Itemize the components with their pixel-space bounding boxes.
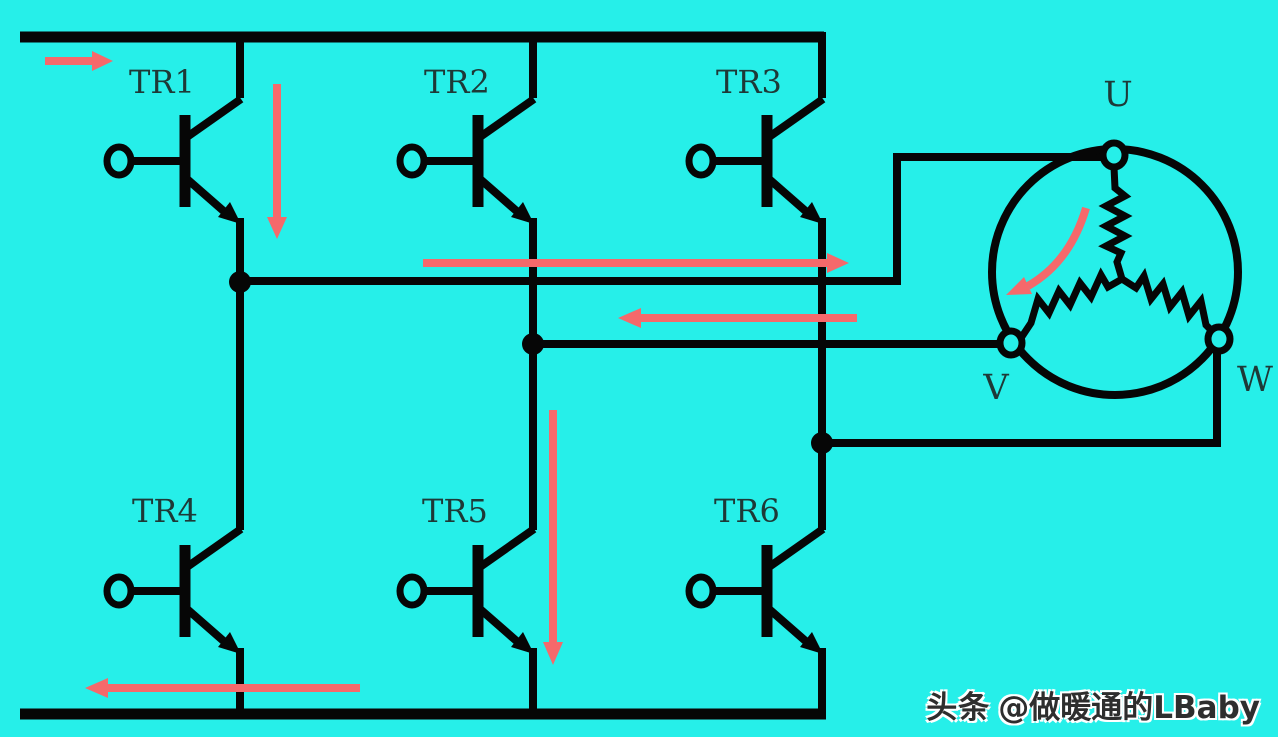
arrow-right-icon bbox=[45, 51, 113, 71]
arrow-left-icon bbox=[85, 678, 360, 698]
current-flow-arrows bbox=[45, 51, 857, 698]
terminal-u-label: U bbox=[1103, 75, 1133, 115]
arrow-left-icon bbox=[618, 308, 857, 328]
phase-w-junction-dot bbox=[811, 432, 833, 454]
junction-dots bbox=[229, 271, 833, 454]
transistor-tr2: TR2 bbox=[400, 63, 534, 224]
transistor-label: TR2 bbox=[424, 63, 490, 101]
npn-transistor-icon bbox=[400, 99, 534, 224]
transistor-tr4: TR4 bbox=[107, 492, 241, 654]
arrow-down-icon bbox=[543, 410, 563, 665]
transistor-tr6: TR6 bbox=[689, 492, 823, 654]
transistor-tr3: TR3 bbox=[689, 63, 823, 224]
watermark: 头条@做暖通的LBaby bbox=[926, 682, 1260, 727]
npn-transistor-icon bbox=[689, 99, 823, 224]
phase-u-junction-dot bbox=[229, 271, 251, 293]
winding-w bbox=[1120, 267, 1216, 335]
npn-transistor-icon bbox=[107, 99, 241, 224]
terminal-u-circle bbox=[1099, 139, 1129, 171]
transistor-label: TR4 bbox=[132, 492, 198, 530]
transistor-label: TR5 bbox=[422, 492, 488, 530]
motor-rotation-arrow-icon bbox=[1006, 206, 1090, 295]
phase-v-junction-dot bbox=[522, 333, 544, 355]
winding-u bbox=[1098, 166, 1133, 280]
phase-w-wire bbox=[822, 350, 1221, 447]
phase-u-wire bbox=[240, 153, 1105, 285]
npn-transistor-icon bbox=[400, 529, 534, 654]
terminal-v-circle bbox=[996, 327, 1026, 359]
transistor-label: TR6 bbox=[714, 492, 780, 530]
arrow-down-icon bbox=[267, 84, 287, 239]
watermark-handle: @做暖通的LBaby bbox=[998, 690, 1260, 726]
rotation-arrowhead bbox=[1006, 277, 1032, 295]
leg-wires bbox=[236, 32, 826, 714]
rotation-arrow-arc bbox=[1025, 206, 1090, 290]
watermark-brand: 头条 bbox=[926, 690, 991, 726]
npn-transistor-icon bbox=[107, 529, 241, 654]
phase-wires bbox=[240, 153, 1221, 447]
transistor-tr5: TR5 bbox=[400, 492, 534, 654]
terminal-v-label: V bbox=[982, 368, 1009, 408]
transistor-tr1: TR1 bbox=[107, 63, 241, 224]
winding-v bbox=[1018, 267, 1124, 340]
motor: U V W bbox=[982, 75, 1273, 408]
arrow-right-icon bbox=[423, 253, 849, 273]
terminal-w-label: W bbox=[1237, 360, 1273, 400]
npn-transistor-icon bbox=[689, 529, 823, 654]
dc-bus-rails bbox=[20, 31, 826, 720]
transistor-label: TR3 bbox=[716, 63, 782, 101]
terminal-w-circle bbox=[1204, 323, 1234, 355]
transistor-label: TR1 bbox=[129, 63, 195, 101]
